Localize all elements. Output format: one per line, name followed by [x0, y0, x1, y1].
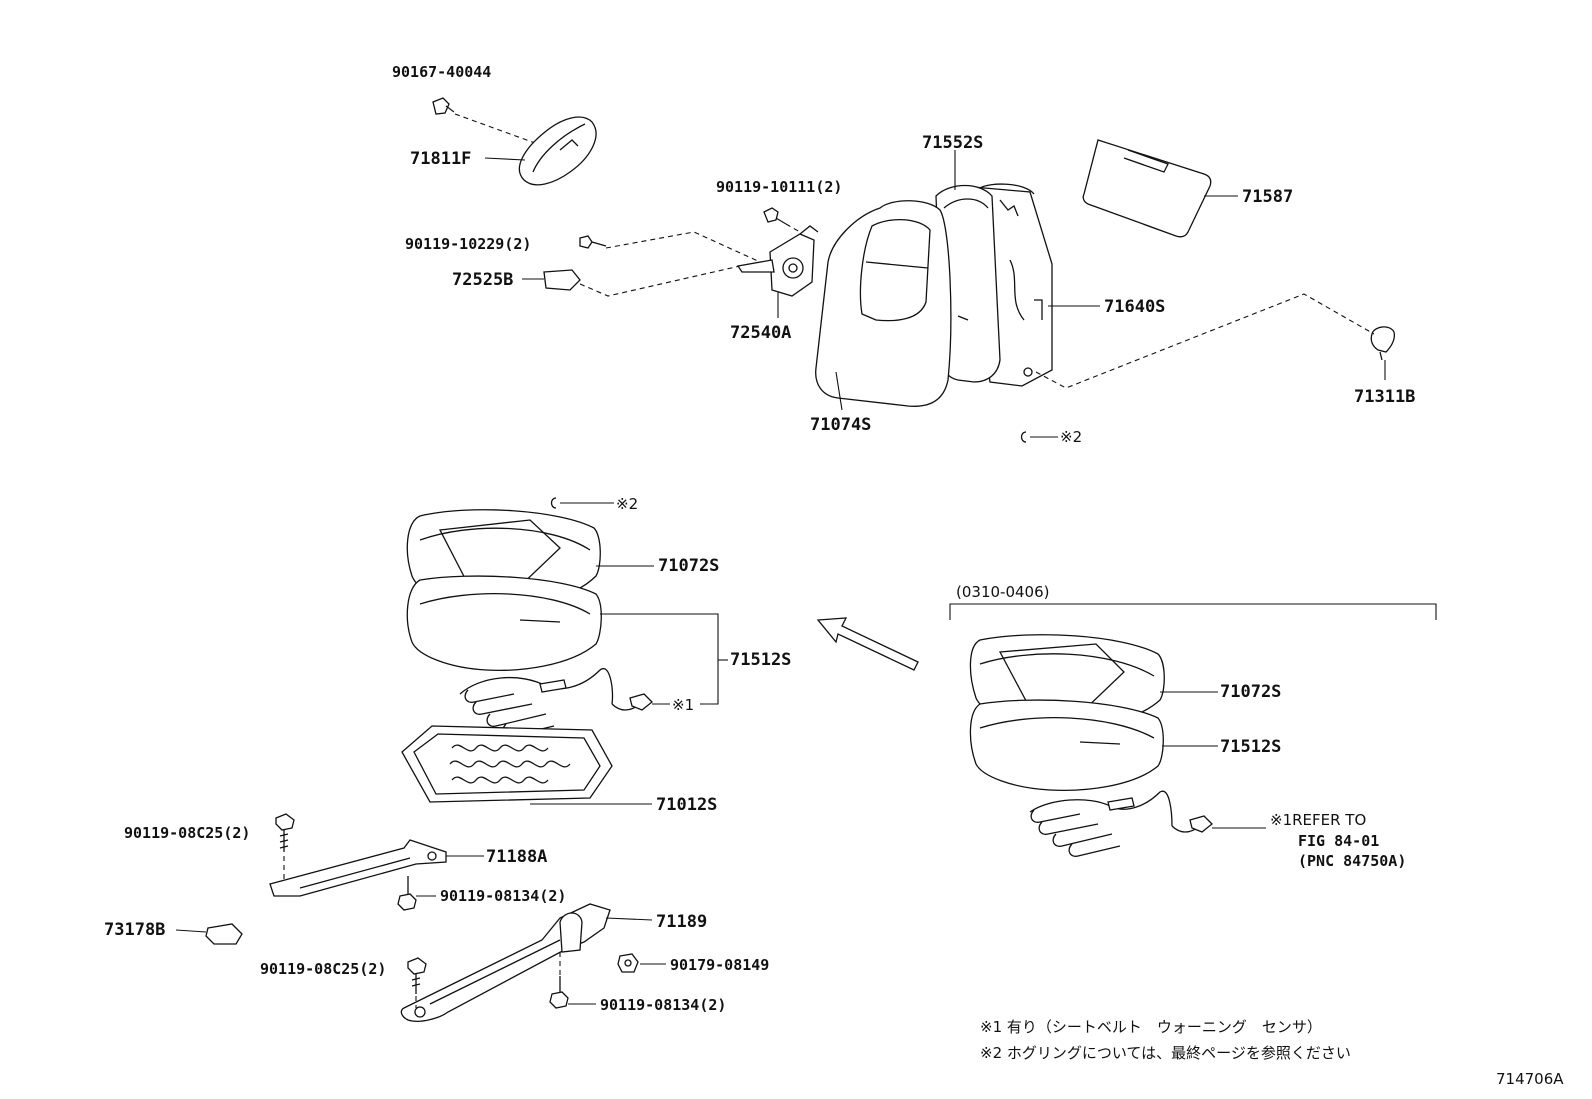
label-71189: 71189: [656, 912, 707, 932]
rail-71189[interactable]: [400, 903, 611, 1022]
label-90179-08149: 90179-08149: [670, 956, 769, 974]
label-72525B: 72525B: [452, 270, 513, 290]
inset-date-range: (0310-0406): [956, 583, 1049, 601]
hinge-72540A[interactable]: [736, 225, 819, 297]
hog-ring-icon: [1020, 431, 1027, 443]
bolt-90119-10111[interactable]: [763, 207, 787, 225]
cover-73178B[interactable]: [205, 923, 243, 945]
nut-90179-08149[interactable]: [617, 953, 639, 973]
label-73178B: 73178B: [104, 920, 165, 940]
seatbelt-warning-sensor[interactable]: [459, 667, 653, 737]
bolt-90119-08C25-b[interactable]: [407, 957, 427, 994]
label-71074S: 71074S: [810, 415, 871, 435]
bolt-90119-08134-b[interactable]: [549, 976, 569, 1009]
seatbelt-warning-sensor-inset[interactable]: [1029, 790, 1213, 857]
label-71012S: 71012S: [656, 795, 717, 815]
label-71188A: 71188A: [486, 847, 547, 867]
back-cover-71074S[interactable]: [815, 200, 952, 407]
screw-90167-40044[interactable]: [432, 97, 455, 115]
label-71512S: 71512S: [730, 650, 791, 670]
mark2-top: ※2: [1060, 428, 1082, 446]
label-71311B: 71311B: [1354, 387, 1415, 407]
hog-ring-icon: [550, 497, 557, 509]
label-90119-10111: 90119-10111(2): [716, 178, 842, 196]
cap-72525B[interactable]: [543, 269, 581, 291]
cover-71811F[interactable]: [518, 116, 597, 186]
label-90119-08C25-b: 90119-08C25(2): [260, 960, 386, 978]
seat-frame-71012S[interactable]: [401, 725, 613, 803]
label-90119-08C25-a: 90119-08C25(2): [124, 824, 250, 842]
note-2: ※2 ホグリングについては、最終ページを参照ください: [980, 1044, 1351, 1062]
label-72540A: 72540A: [730, 323, 791, 343]
clip-71311B[interactable]: [1370, 326, 1396, 361]
inset-bracket: [949, 603, 1437, 620]
refer-line3: (PNC 84750A): [1298, 852, 1406, 870]
label-90119-08134-b: 90119-08134(2): [600, 996, 726, 1014]
bolt-90119-08134-a[interactable]: [397, 876, 417, 911]
mark1-inset: ※1REFER TO: [1270, 811, 1366, 829]
figure-id: 714706A: [1496, 1070, 1564, 1088]
label-90119-08134-a: 90119-08134(2): [440, 887, 566, 905]
label-71640S: 71640S: [1104, 297, 1165, 317]
mark1-seat: ※1: [672, 696, 694, 714]
cushion-pad-71512S-inset[interactable]: [969, 699, 1164, 791]
label-71587: 71587: [1242, 187, 1293, 207]
refer-line2: FIG 84-01: [1298, 832, 1379, 850]
board-71587[interactable]: [1082, 139, 1212, 238]
note-1: ※1 有り（シートベルト ウォーニング センサ）: [980, 1018, 1322, 1036]
mark2-seat: ※2: [616, 495, 638, 513]
label-71512S-inset: 71512S: [1220, 737, 1281, 757]
label-90119-10229: 90119-10229(2): [405, 235, 531, 253]
label-71811F: 71811F: [410, 149, 471, 169]
label-90167-40044: 90167-40044: [392, 63, 491, 81]
label-71072S: 71072S: [658, 556, 719, 576]
rail-71188A[interactable]: [269, 839, 447, 897]
label-71072S-inset: 71072S: [1220, 682, 1281, 702]
cushion-pad-71512S[interactable]: [406, 575, 602, 671]
bolt-90119-08C25-a[interactable]: [275, 813, 295, 852]
label-71552S: 71552S: [922, 133, 983, 153]
bolt-90119-10229[interactable]: [579, 235, 607, 249]
arrow-icon: [816, 617, 919, 671]
